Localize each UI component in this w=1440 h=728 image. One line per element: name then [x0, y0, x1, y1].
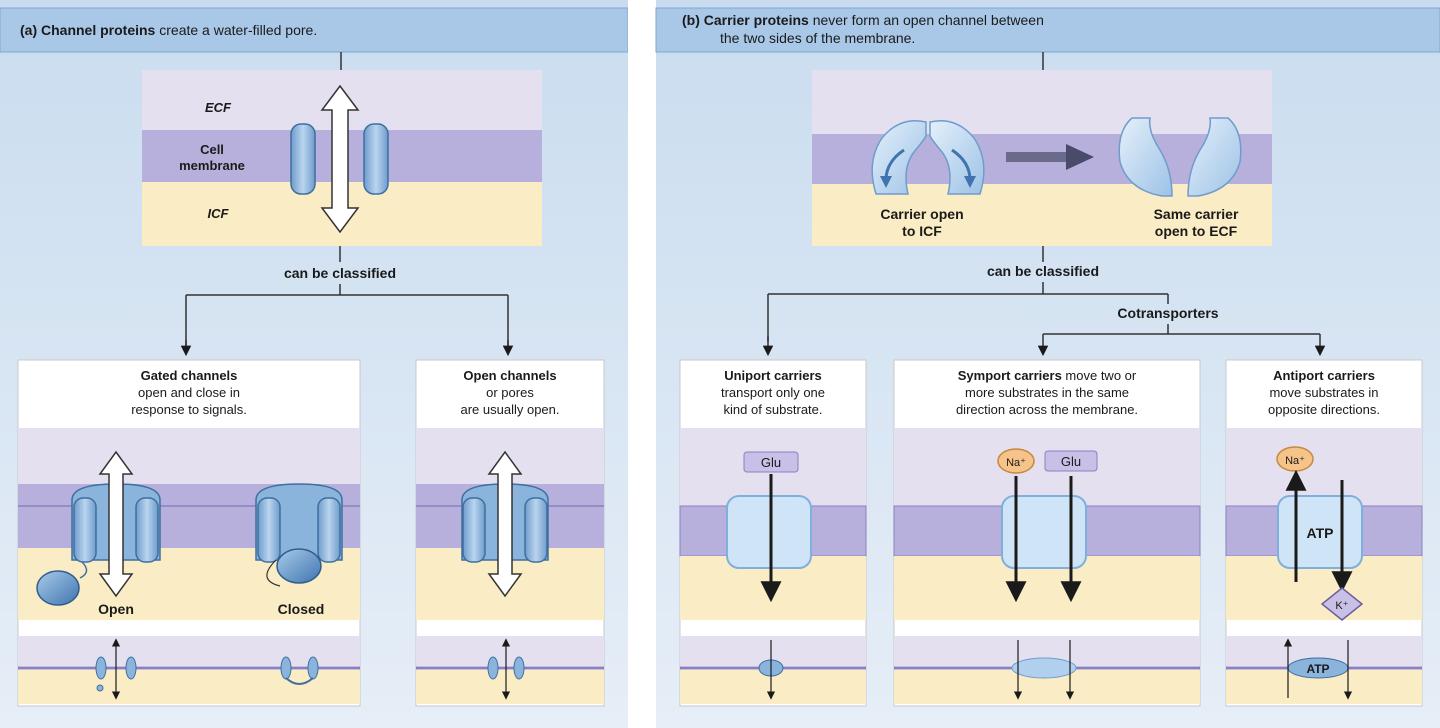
carrier-diagram: Carrier open to ICF Same carrier open to…	[812, 70, 1272, 246]
mini-carrier	[1011, 657, 1077, 679]
gate-ball-open	[36, 570, 80, 606]
gated-title: Gated channels	[141, 368, 238, 383]
mini-channel	[125, 656, 137, 680]
panel-b-header	[655, 7, 1440, 53]
mini-channel	[513, 656, 525, 680]
carrier-half-right	[1187, 117, 1242, 197]
open-channels-line3: are usually open.	[460, 402, 559, 417]
channel-protein-left	[257, 497, 281, 563]
glu-tag	[743, 451, 799, 473]
uniport-title: Uniport carriers	[724, 368, 822, 383]
carrier-left-label-2: to ICF	[902, 223, 942, 239]
symport-line3: direction across the membrane.	[956, 402, 1138, 417]
glu-tag	[1044, 450, 1098, 472]
double-arrow-icon	[487, 450, 523, 598]
mini-icf	[18, 670, 360, 704]
antiport-title: Antiport carriers	[1273, 368, 1375, 383]
channel-diagram: ECF Cell membrane ICF	[142, 70, 542, 246]
closed-label: Closed	[278, 601, 325, 617]
panel-b: (b) Carrier proteins never form an open …	[655, 0, 1440, 728]
na-label: Na⁺	[1285, 455, 1305, 467]
classified-label-b: can be classified	[987, 263, 1099, 279]
panel-a-title: (a) Channel proteins create a water-fill…	[20, 22, 317, 38]
uniport-carrier	[726, 495, 812, 569]
na-ion	[997, 448, 1035, 474]
panel-divider	[628, 0, 656, 728]
panel-a: (a) Channel proteins create a water-fill…	[0, 0, 629, 728]
arrowhead	[964, 176, 976, 188]
antiport-card: Antiport carriers move substrates in opp…	[1225, 359, 1423, 707]
gate-tether	[266, 559, 281, 587]
ecf-region	[812, 70, 1272, 134]
right-arrow-icon	[1066, 144, 1094, 170]
arrow-shaft	[1006, 152, 1066, 162]
antiport-line2: move substrates in	[1269, 385, 1378, 400]
mini-channel	[280, 656, 292, 680]
ecf-region	[1226, 428, 1422, 506]
gate-tether	[79, 561, 88, 579]
channel-protein-left	[462, 497, 486, 563]
mini-gate	[285, 677, 314, 685]
atp-label: ATP	[1307, 525, 1334, 541]
carrier-left-label-1: Carrier open	[880, 206, 963, 222]
carrier-right-label-2: open to ECF	[1155, 223, 1238, 239]
branch-lines-a	[185, 284, 509, 354]
open-label: Open	[98, 601, 134, 617]
branch-lines-co	[1043, 324, 1320, 335]
gate-ball-closed	[276, 548, 322, 584]
icf-label: ICF	[208, 206, 230, 221]
ecf-label: ECF	[205, 100, 232, 115]
branch-lines-b	[767, 282, 1169, 342]
gated-channels-card: Gated channels open and close in respons…	[17, 359, 361, 707]
glu-label: Glu	[761, 455, 781, 470]
mini-channel	[95, 656, 107, 680]
symport-carrier	[1001, 495, 1087, 569]
open-channels-card: Open channels or pores are usually open.	[415, 359, 605, 707]
mini-ecf	[416, 636, 604, 666]
open-channels-line2: or pores	[486, 385, 534, 400]
uniport-line2: transport only one	[721, 385, 825, 400]
mini-channel	[307, 656, 319, 680]
k-ion	[1320, 587, 1364, 621]
panel-a-header	[0, 7, 629, 53]
carrier-half-left	[1118, 117, 1173, 197]
panel-b-title-line2: the two sides of the membrane.	[720, 30, 915, 46]
mini-ecf	[18, 636, 360, 666]
double-arrow-icon	[320, 84, 360, 234]
channel-protein-right	[135, 497, 159, 563]
glu-label: Glu	[1061, 454, 1081, 469]
channel-protein-left	[73, 497, 97, 563]
antiport-line3: opposite directions.	[1268, 402, 1380, 417]
carrier-right-label-1: Same carrier	[1154, 206, 1239, 222]
uniport-line3: kind of substrate.	[724, 402, 823, 417]
uniport-card: Uniport carriers transport only one kind…	[679, 359, 867, 707]
mini-gate	[96, 684, 104, 692]
open-channels-title: Open channels	[463, 368, 556, 383]
arrowhead	[880, 176, 892, 188]
double-arrow-icon	[98, 450, 134, 598]
ecf-region	[18, 428, 360, 484]
classified-label-a: can be classified	[284, 265, 396, 281]
symport-title: Symport carriers move two or	[958, 368, 1137, 383]
mini-icf	[416, 670, 604, 704]
panel-b-title: (b) Carrier proteins never form an open …	[682, 12, 1044, 28]
mini-channel	[487, 656, 499, 680]
cell-membrane-label-1: Cell	[200, 142, 224, 157]
k-label: K⁺	[1335, 600, 1348, 612]
channel-protein-left	[290, 123, 316, 195]
channel-protein-right	[524, 497, 548, 563]
cell-membrane-label-2: membrane	[179, 158, 245, 173]
gated-line3: response to signals.	[131, 402, 247, 417]
na-label: Na⁺	[1006, 457, 1026, 469]
cotransporters-label: Cotransporters	[1117, 305, 1218, 321]
symport-line2: more substrates in the same	[965, 385, 1129, 400]
symport-card: Symport carriers move two or more substr…	[893, 359, 1201, 707]
channel-protein-right	[317, 497, 341, 563]
gated-line2: open and close in	[138, 385, 240, 400]
atp-small-label: ATP	[1306, 662, 1329, 676]
channel-protein-right	[363, 123, 389, 195]
